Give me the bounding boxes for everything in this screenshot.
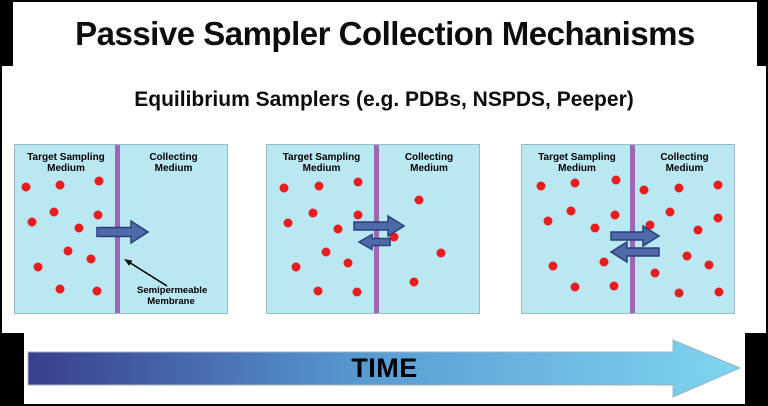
contaminant-dot-left	[63, 246, 73, 256]
contaminant-dot-right	[436, 248, 446, 258]
contaminant-dot-left	[308, 208, 318, 218]
collecting-medium-label: Collecting Medium	[149, 152, 198, 174]
contaminant-dot-left	[343, 258, 353, 268]
contaminant-dot-left	[570, 282, 580, 292]
contaminant-dot-left	[611, 175, 621, 185]
contaminant-dot-right	[645, 220, 655, 230]
contaminant-dot-right	[713, 213, 723, 223]
contaminant-dot-right	[409, 277, 419, 287]
contaminant-dot-right	[704, 260, 714, 270]
page-title: Passive Sampler Collection Mechanisms	[75, 15, 695, 52]
contaminant-dot-right	[674, 288, 684, 298]
contaminant-dot-left	[33, 262, 43, 272]
contaminant-dot-left	[599, 257, 609, 267]
contaminant-dot-left	[570, 178, 580, 188]
membrane-pointer-line	[130, 262, 168, 287]
contaminant-dot-right	[693, 225, 703, 235]
target-sampling-medium-label: Target Sampling Medium	[282, 152, 361, 174]
collecting-medium-label: Collecting Medium	[660, 152, 709, 174]
contaminant-dot-left	[609, 281, 619, 291]
contaminant-dot-left	[333, 224, 343, 234]
contaminant-dot-right	[713, 180, 723, 190]
title-banner: Passive Sampler Collection Mechanisms	[13, 2, 757, 66]
contaminant-dot-right	[650, 268, 660, 278]
contaminant-dot-left	[353, 177, 363, 187]
sampler-panel-exchange: Target Sampling Medium Collecting Medium	[266, 144, 480, 314]
time-banner: TIME	[24, 333, 745, 404]
contaminant-dot-left	[27, 217, 37, 227]
content-area: Equilibrium Samplers (e.g. PDBs, NSPDS, …	[2, 66, 766, 333]
contaminant-dot-left	[86, 254, 96, 264]
contaminant-dot-right	[414, 195, 424, 205]
contaminant-dot-left	[548, 261, 558, 271]
contaminant-dot-left	[94, 176, 104, 186]
contaminant-dot-left	[279, 183, 289, 193]
contaminant-dot-right	[665, 207, 675, 217]
contaminant-dot-left	[321, 247, 331, 257]
target-sampling-medium-label: Target Sampling Medium	[27, 152, 105, 174]
membrane-pointer-arrowhead	[124, 259, 133, 266]
contaminant-dot-left	[291, 262, 301, 272]
contaminant-dot-left	[55, 284, 65, 294]
contaminant-dot-left	[93, 210, 103, 220]
time-label: TIME	[351, 353, 418, 383]
contaminant-dot-left	[566, 206, 576, 216]
contaminant-dot-left	[313, 286, 323, 296]
contaminant-dot-right	[639, 185, 649, 195]
contaminant-dot-right	[682, 251, 692, 261]
contaminant-dot-left	[55, 180, 65, 190]
contaminant-dot-left	[74, 223, 84, 233]
contaminant-dot-left	[283, 218, 293, 228]
collecting-medium-label: Collecting Medium	[404, 152, 454, 174]
contaminant-dot-right	[714, 287, 724, 297]
contaminant-dot-left	[352, 287, 362, 297]
semipermeable-membrane-callout: Semipermeable Membrane	[137, 285, 208, 307]
contaminant-dot-left	[353, 210, 363, 220]
contaminant-dot-left	[49, 207, 59, 217]
contaminant-dot-left	[314, 181, 324, 191]
contaminant-dot-left	[21, 182, 31, 192]
contaminant-dot-left	[610, 210, 620, 220]
target-sampling-medium-label: Target Sampling Medium	[538, 152, 616, 174]
contaminant-dot-left	[536, 181, 546, 191]
contaminant-dot-right	[389, 232, 399, 242]
contaminant-dot-left	[92, 286, 102, 296]
flux-arrow-left	[609, 240, 660, 264]
subtitle: Equilibrium Samplers (e.g. PDBs, NSPDS, …	[134, 88, 634, 111]
sampler-panel-equilibrium: Target Sampling Medium Collecting Medium	[521, 144, 735, 314]
contaminant-dot-right	[674, 183, 684, 193]
contaminant-dot-left	[543, 216, 553, 226]
contaminant-dot-left	[590, 223, 600, 233]
flux-arrow-right	[96, 219, 150, 245]
